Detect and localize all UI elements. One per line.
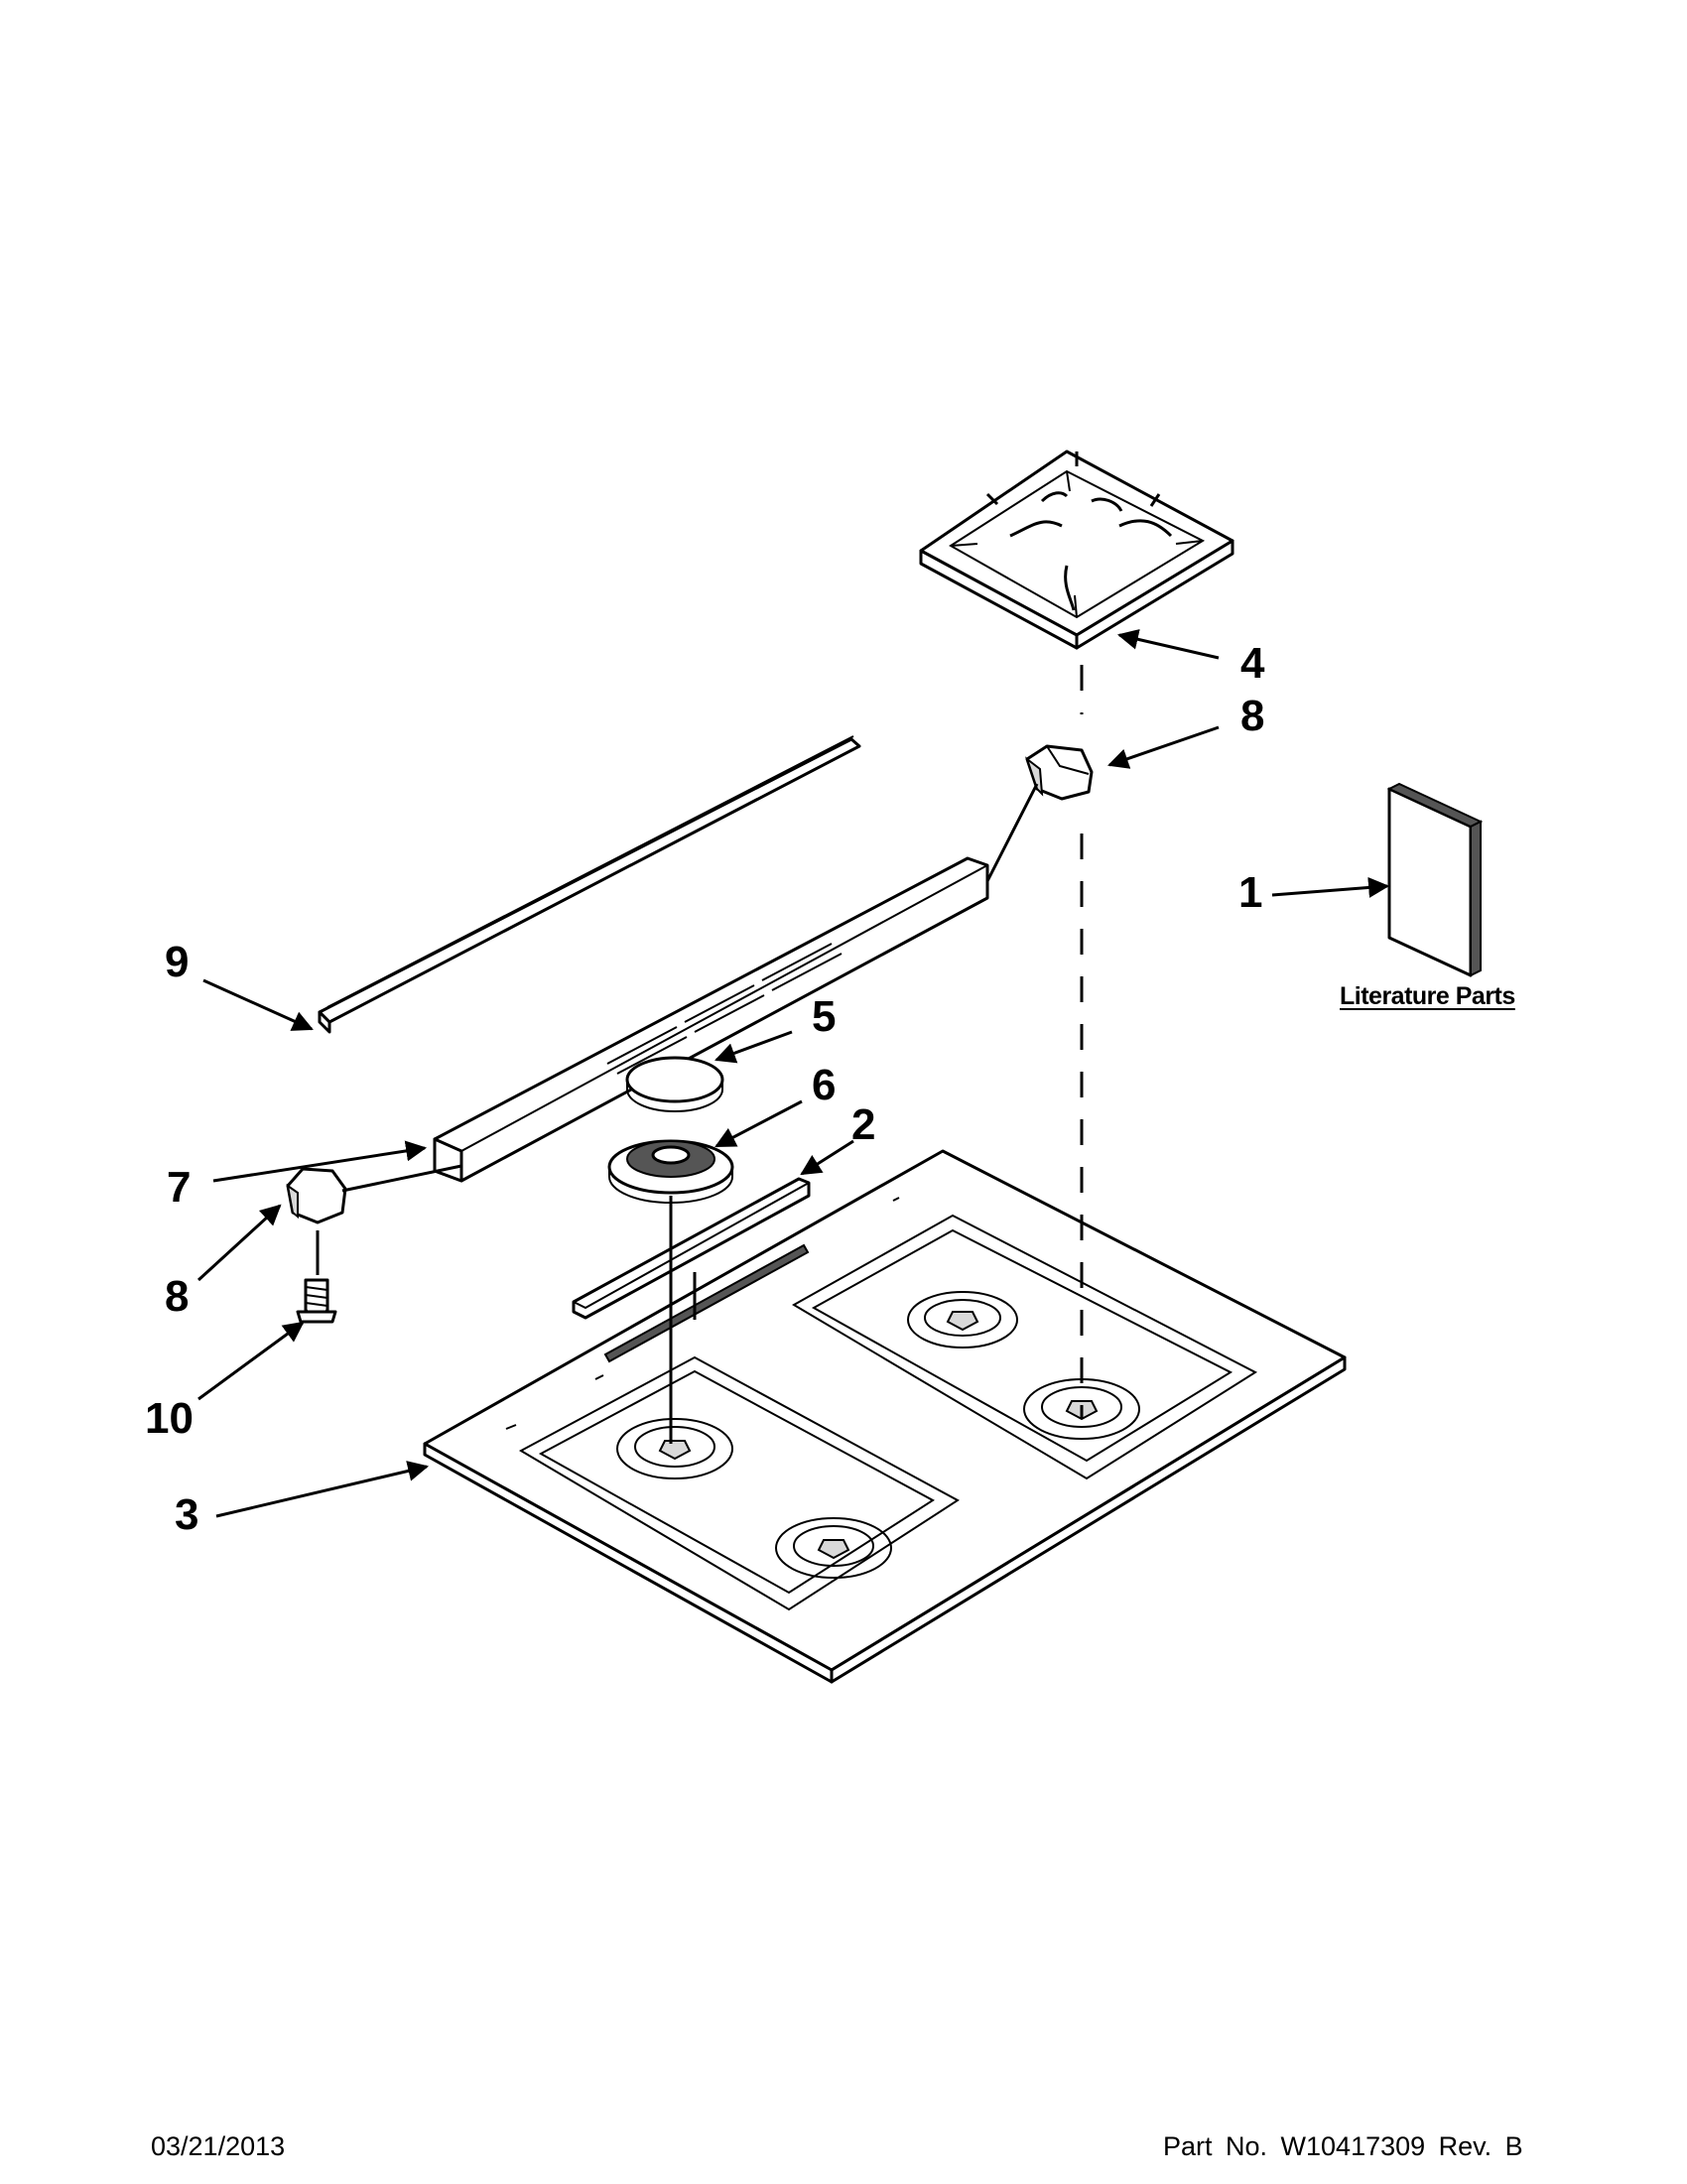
trim-strip: [318, 735, 861, 1034]
callout-4: 4: [1240, 639, 1265, 688]
cooktop: [423, 1149, 1347, 1684]
leader-9: [202, 978, 314, 1031]
leader-10: [197, 1321, 305, 1401]
callout-8-top: 8: [1240, 692, 1265, 740]
literature-booklet: [1386, 782, 1484, 977]
manifold-panel: [433, 856, 989, 1183]
leader-7: [212, 1140, 428, 1183]
burner-base: [607, 1139, 734, 1204]
end-cap-right: [1025, 744, 1094, 801]
footer-part-number: Part No. W10417309 Rev. B: [1163, 2131, 1523, 2161]
leader-8-top: [1107, 725, 1220, 769]
guide-line-panel-to-lower-cap: [341, 1164, 462, 1193]
callout-10: 10: [145, 1394, 194, 1443]
callout-2: 2: [851, 1100, 876, 1149]
leader-3: [215, 1461, 430, 1518]
leader-2: [800, 1139, 854, 1176]
callout-1: 1: [1238, 868, 1263, 917]
footer-date: 03/21/2013: [151, 2131, 286, 2161]
callout-5: 5: [812, 992, 837, 1041]
callout-8-left: 8: [165, 1272, 190, 1321]
callout-6: 6: [812, 1061, 837, 1109]
burner-grate: [919, 450, 1234, 650]
guide-line-panel-to-cap: [985, 783, 1039, 882]
callout-3: 3: [175, 1490, 199, 1539]
burner-cap: [625, 1056, 724, 1112]
bracket: [572, 1177, 811, 1320]
leader-5: [714, 1030, 793, 1064]
callout-7: 7: [167, 1163, 192, 1212]
callout-9: 9: [165, 938, 190, 986]
leader-8-left: [196, 1204, 282, 1282]
literature-parts-label: Literature Parts: [1340, 982, 1515, 1010]
end-cap-left: [286, 1167, 347, 1224]
leader-6: [714, 1099, 803, 1148]
screw: [296, 1278, 337, 1324]
leader-1: [1271, 876, 1390, 898]
leader-4: [1116, 629, 1220, 660]
